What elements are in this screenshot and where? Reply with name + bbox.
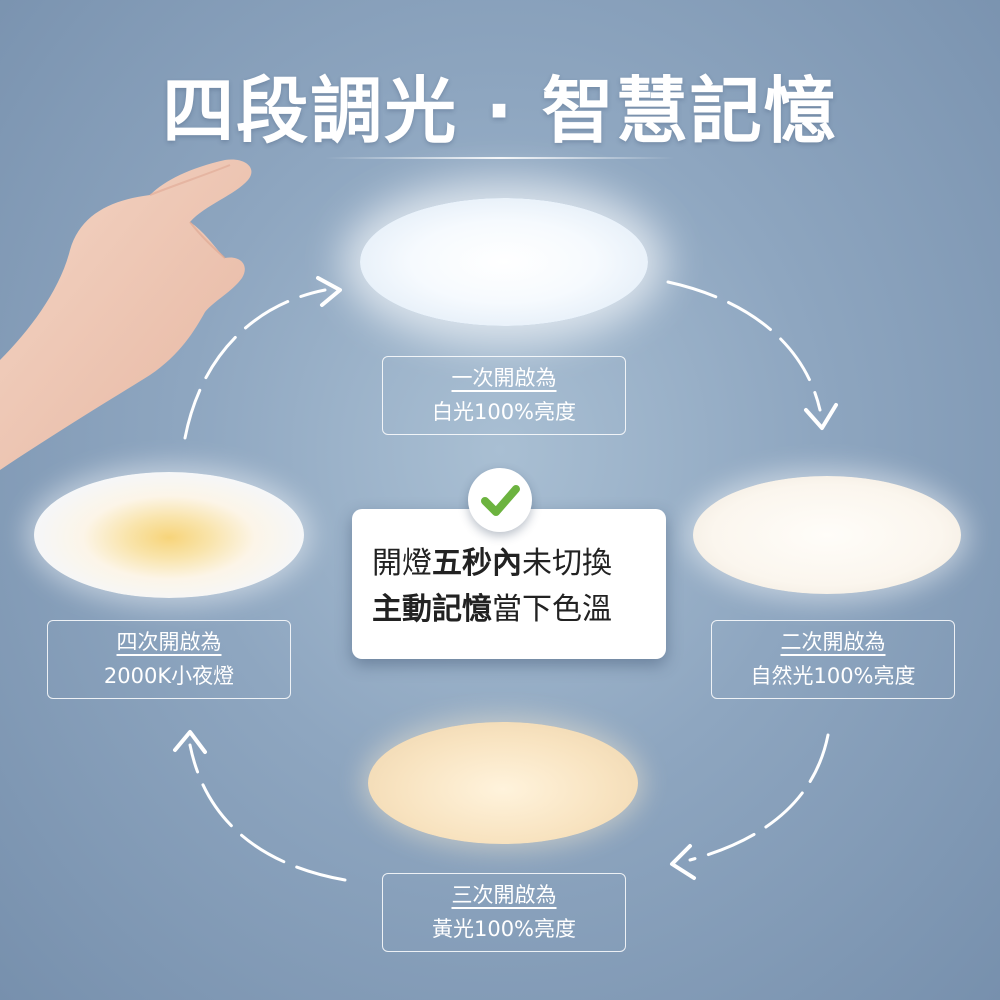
page-title: 四段調光 · 智慧記憶: [162, 69, 838, 153]
step-2-label: 二次開啟為 自然光100%亮度: [711, 620, 955, 699]
step-4-label: 四次開啟為 2000K小夜燈: [47, 620, 291, 699]
memory-line-2-b: 當下色溫: [492, 592, 612, 627]
step-1-desc: 白光100%亮度: [431, 400, 577, 424]
memory-line-2-bold: 主動記憶: [372, 592, 492, 627]
memory-line-1: 開燈五秒內未切換: [372, 541, 666, 587]
step-2-desc: 自然光100%亮度: [750, 664, 916, 688]
memory-info-card: 開燈五秒內未切換 主動記憶當下色溫: [352, 509, 666, 659]
memory-line-1-a: 開燈: [372, 546, 432, 581]
step-1-title: 一次開啟為: [451, 366, 557, 390]
step-4-title: 四次開啟為: [116, 630, 222, 654]
step-2-title: 二次開啟為: [780, 630, 886, 654]
lamp-white-light: [360, 198, 648, 326]
step-3-desc: 黃光100%亮度: [431, 917, 577, 941]
lamp-natural-light: [693, 476, 961, 594]
step-1-label: 一次開啟為 白光100%亮度: [382, 356, 626, 435]
step-3-label: 三次開啟為 黃光100%亮度: [382, 873, 626, 952]
check-badge: [468, 468, 532, 532]
memory-line-2: 主動記憶當下色溫: [372, 587, 666, 633]
check-icon: [481, 485, 520, 516]
lamp-night-light: [34, 472, 304, 598]
memory-line-1-b: 未切換: [522, 546, 612, 581]
title-divider: [325, 157, 675, 159]
lamp-yellow-light: [368, 722, 638, 844]
memory-line-1-bold: 五秒內: [432, 546, 522, 581]
step-4-desc: 2000K小夜燈: [103, 664, 235, 688]
step-3-title: 三次開啟為: [451, 883, 557, 907]
